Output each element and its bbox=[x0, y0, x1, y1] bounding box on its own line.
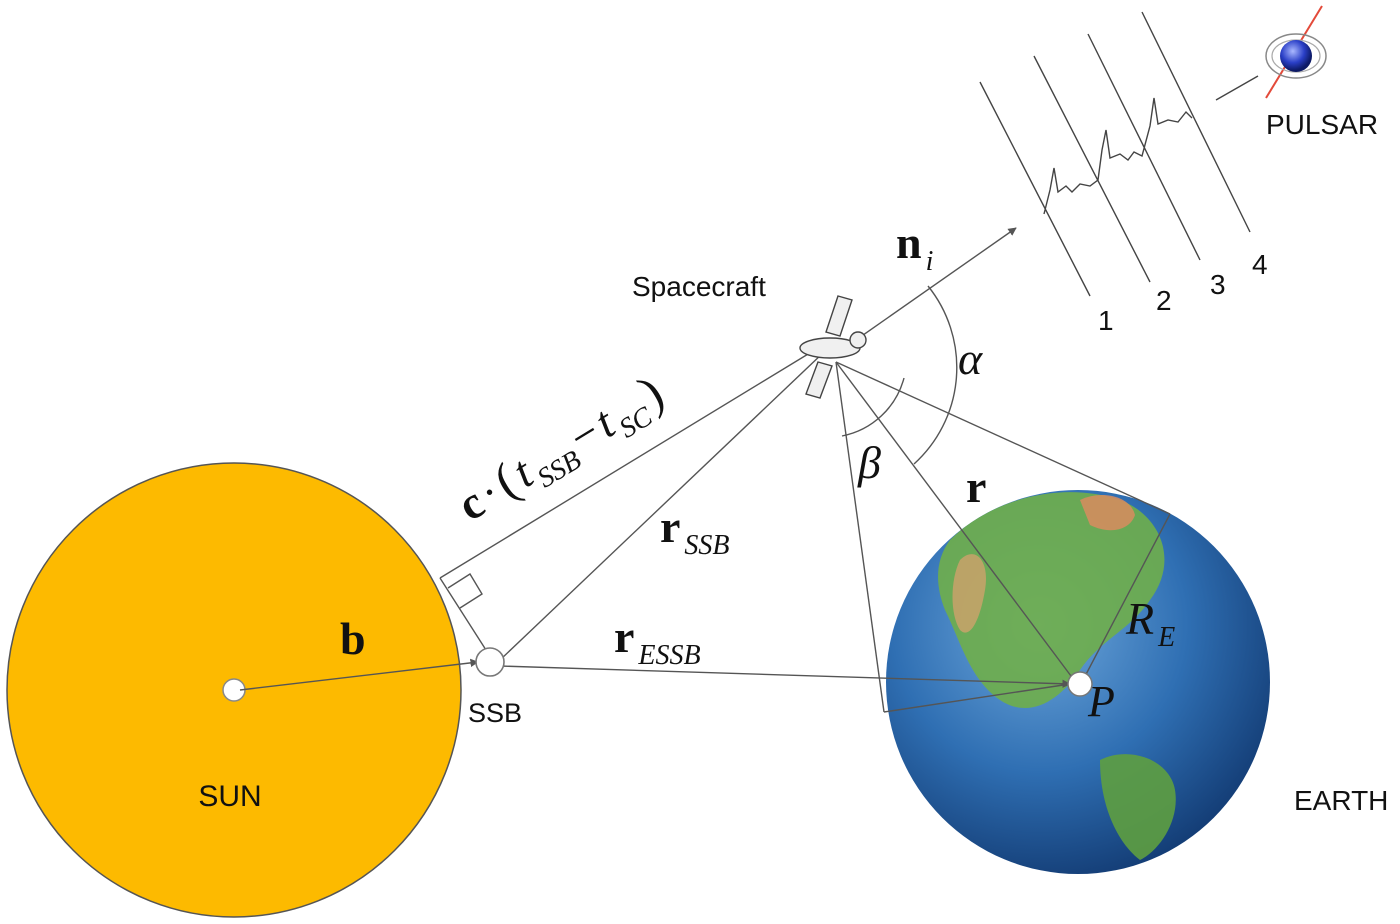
vector-r-label: r bbox=[966, 461, 986, 512]
r-vector-line bbox=[835, 361, 1075, 681]
sun: SUN bbox=[6, 462, 462, 918]
geometry-lines bbox=[239, 227, 1171, 713]
sun-label: SUN bbox=[198, 780, 261, 813]
pulse-slab-line-4 bbox=[1141, 11, 1251, 233]
continent-north-america bbox=[938, 492, 1165, 709]
light-time-expression: c · ( t SSB − t SC ) bbox=[447, 364, 676, 537]
spacecraft-label: Spacecraft bbox=[632, 271, 766, 302]
r-essb-line bbox=[499, 665, 1071, 688]
point-p-marker bbox=[1067, 671, 1093, 697]
point-p-label: P bbox=[1087, 677, 1115, 726]
b-vector-line bbox=[239, 658, 479, 691]
r-ssb-line bbox=[499, 351, 825, 661]
vector-n-label: n i bbox=[896, 217, 933, 277]
radius-re-line bbox=[1081, 513, 1171, 683]
earth-label: EARTH bbox=[1294, 785, 1388, 816]
radius-re-label: R E bbox=[1125, 593, 1175, 653]
continent-mountains bbox=[952, 554, 986, 633]
ssb-label: SSB bbox=[468, 698, 522, 728]
alpha-arc bbox=[913, 285, 958, 465]
vector-r-essb-sub: ESSB bbox=[637, 640, 700, 671]
tangent-base-line bbox=[883, 683, 1071, 713]
vector-r-essb-main: r bbox=[614, 611, 634, 662]
right-angle-marker bbox=[447, 573, 483, 609]
radius-re-main: R bbox=[1125, 593, 1154, 644]
ssb-marker bbox=[475, 647, 505, 677]
vector-labels: n i b r r SSB r ESSB R E α β bbox=[340, 217, 1175, 671]
sun-limb-to-ssb bbox=[439, 577, 487, 651]
pulsar-pointer-line bbox=[1215, 75, 1259, 101]
pulsar-field-ring-1 bbox=[1265, 33, 1327, 79]
vector-b-label: b bbox=[340, 613, 366, 664]
radius-re-sub: E bbox=[1157, 622, 1175, 653]
light-time-t-ssb-sub: SSB bbox=[532, 444, 587, 494]
pulse-number-3: 3 bbox=[1210, 269, 1226, 300]
vector-r-ssb-sub: SSB bbox=[684, 530, 729, 561]
vector-n-main: n bbox=[896, 217, 922, 268]
earth: EARTH bbox=[886, 490, 1388, 874]
pulse-numbers: 1 2 3 4 bbox=[1098, 249, 1268, 336]
pulse-number-4: 4 bbox=[1252, 249, 1268, 280]
pulsar: PULSAR bbox=[1265, 5, 1378, 140]
spacecraft-solar-panel-upper bbox=[825, 295, 853, 337]
sc-to-limb-line bbox=[835, 361, 1171, 515]
vector-r-ssb-main: r bbox=[660, 501, 680, 552]
pulsar-core bbox=[1280, 40, 1312, 72]
pulse-slab-line-2 bbox=[1033, 55, 1151, 283]
pulse-slab-line-1 bbox=[979, 81, 1091, 297]
vector-r-essb-label: r ESSB bbox=[614, 611, 701, 671]
spacecraft: Spacecraft bbox=[632, 271, 867, 399]
ssb: SSB bbox=[468, 647, 522, 728]
vector-r-ssb-label: r SSB bbox=[660, 501, 730, 561]
pulse-profiles bbox=[979, 11, 1259, 297]
continent-south-america bbox=[1100, 754, 1176, 860]
vector-n-sub: i bbox=[926, 246, 934, 277]
n-direction-line bbox=[835, 227, 1017, 355]
sc-to-tangent-line bbox=[835, 361, 885, 713]
spacecraft-antenna bbox=[849, 331, 867, 349]
spacecraft-solar-panel-lower bbox=[805, 361, 833, 399]
light-time-line bbox=[439, 347, 819, 579]
beta-arc bbox=[841, 377, 905, 437]
pulse-number-1: 1 bbox=[1098, 305, 1114, 336]
point-p: P bbox=[1067, 671, 1115, 726]
light-time-text: c · ( t SSB − t SC ) bbox=[447, 364, 676, 537]
greenland bbox=[1080, 495, 1135, 531]
pulse-waveform bbox=[1043, 97, 1193, 215]
pulsar-label: PULSAR bbox=[1266, 109, 1378, 140]
alpha-label: α bbox=[958, 333, 983, 384]
beta-label: β bbox=[857, 437, 881, 488]
pulse-number-2: 2 bbox=[1156, 285, 1172, 316]
